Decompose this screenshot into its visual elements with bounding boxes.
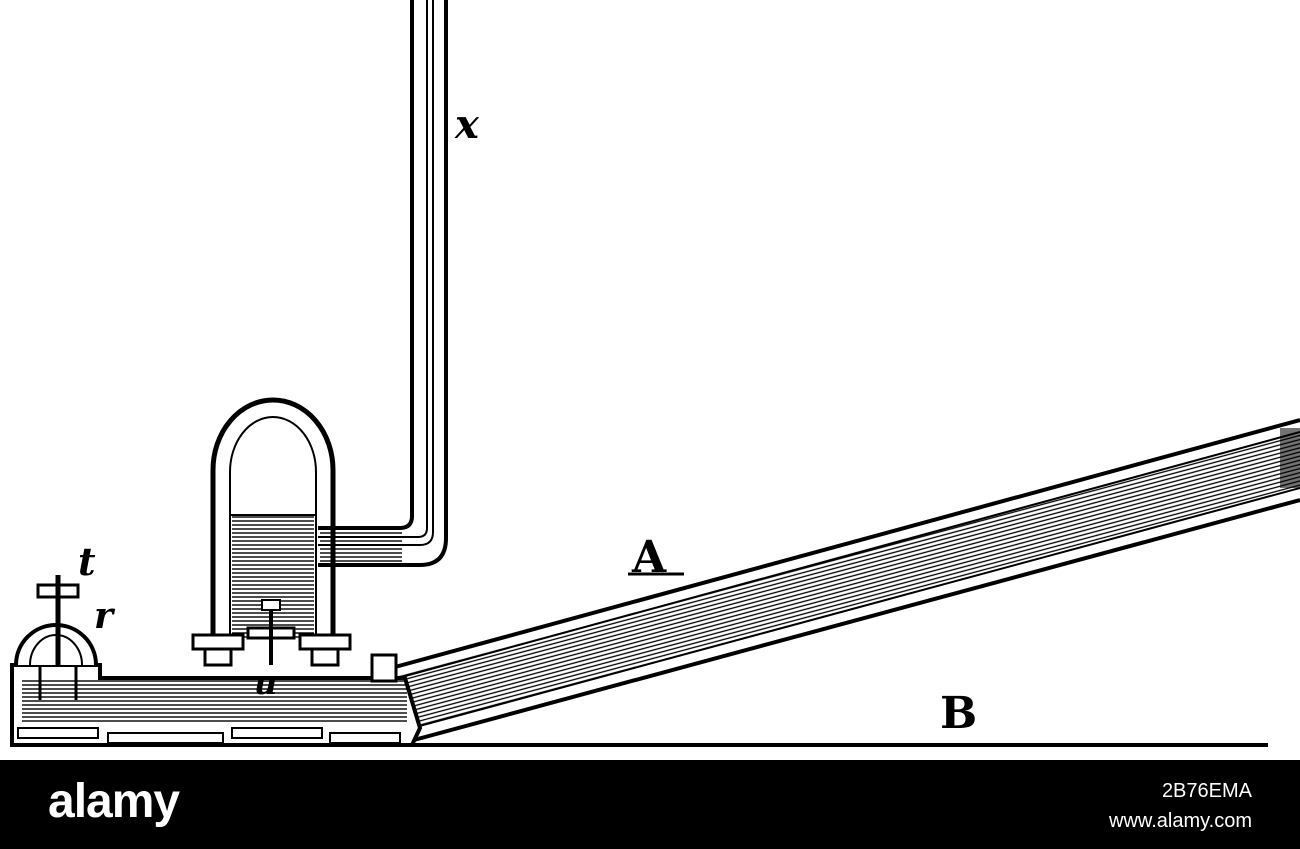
delivery-valve-u: [246, 599, 296, 665]
image-id: 2B76EMA: [1161, 780, 1252, 802]
impulse-valve-tr: [14, 575, 98, 700]
base-pipe: [10, 653, 423, 747]
label-x: x: [454, 101, 480, 148]
chamber-flanges: [191, 633, 352, 667]
air-chamber: [210, 397, 336, 640]
source-url: www.alamy.com: [1109, 810, 1252, 832]
label-B: B: [940, 688, 977, 739]
delivery-pipe-x: [318, 0, 448, 567]
supply-pipe-A: [394, 418, 1300, 742]
label-r: r: [94, 595, 116, 637]
watermark-bar: alamy 2B76EMA www.alamy.com: [0, 760, 1300, 849]
label-u: u: [254, 664, 277, 702]
label-t: t: [78, 539, 96, 584]
alamy-logo: alamy: [48, 775, 180, 828]
hydraulic-ram-engraving: x A B t r u: [10, 0, 1300, 747]
